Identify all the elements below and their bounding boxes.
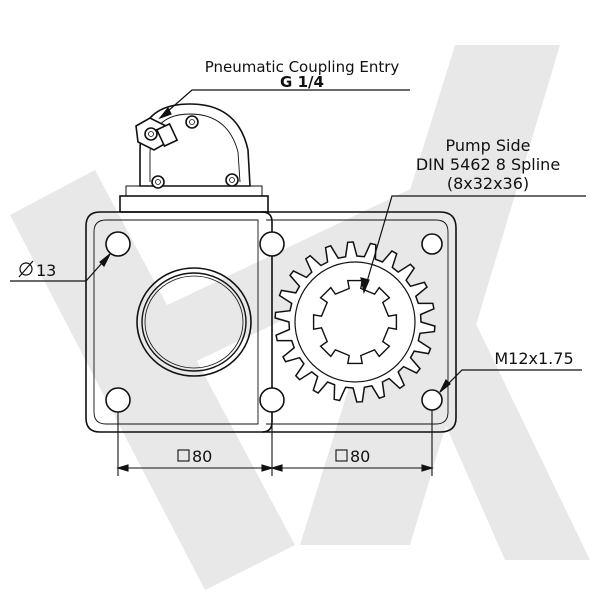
pump-side-leader [360,195,586,295]
coupling-thread-label: G 1/4 [280,73,324,91]
coupling-fitting [135,117,179,151]
thread-spec-label: M12x1.75 [494,349,573,368]
mounting-holes [105,231,443,413]
pitch-left-label: 80 [192,447,212,466]
pitch-right-label: 80 [350,447,370,466]
housing-bolt [185,115,199,129]
left-port-bore [136,267,252,377]
spline-size-label: (8x32x36) [447,174,529,193]
square-symbol [177,449,190,462]
hole-diameter-label: 13 [36,261,56,280]
pump-side-title-label: Pump Side [446,136,531,155]
mounting-hole [259,231,285,257]
threaded-hole [421,389,443,411]
gear-hub-ring [294,261,416,383]
inner-spline [312,279,398,365]
watermark-logo [10,45,590,590]
mounting-hole [259,387,285,413]
mounting-hole [105,387,131,413]
diameter-leader [10,253,111,282]
diameter-symbol [18,260,34,278]
mounting-hole [105,231,131,257]
coupling-leader [158,89,410,120]
threaded-hole [421,233,443,255]
square-symbol [335,449,348,462]
thread-leader [439,369,582,393]
housing-bolt [225,173,239,187]
spline-gear [274,241,436,403]
spline-standard-label: DIN 5462 8 Spline [416,155,560,174]
housing-bolt [151,175,165,189]
coupling-title-label: Pneumatic Coupling Entry [205,58,400,76]
pitch-dimensions [116,410,434,476]
